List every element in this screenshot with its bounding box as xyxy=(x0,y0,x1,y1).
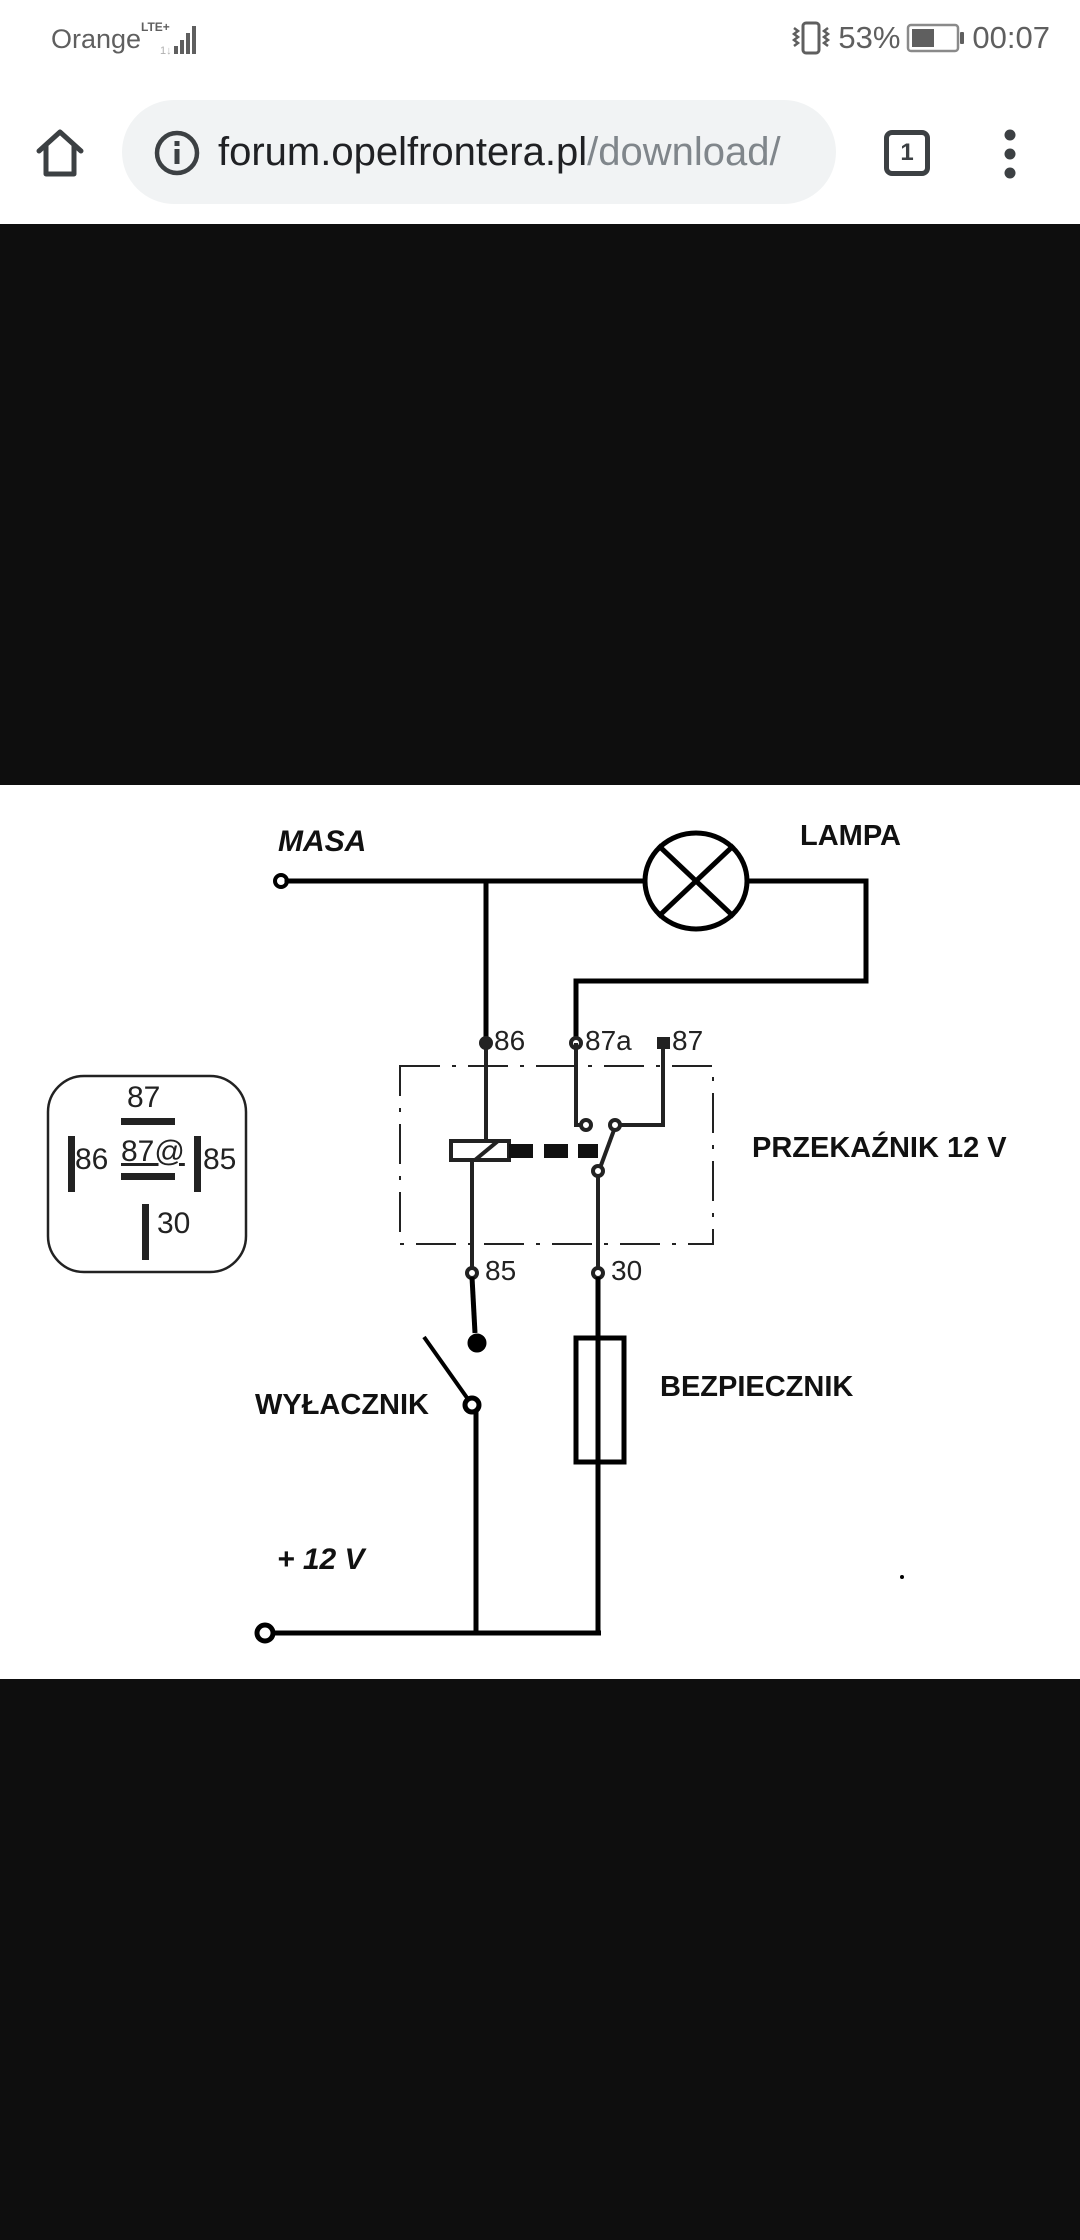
label-relay: PRZEKAŹNIK 12 V xyxy=(752,1132,1007,1164)
lamp-return-wire xyxy=(573,878,869,1046)
pinout-legend xyxy=(46,1074,248,1274)
status-bar: Orange LTE+ 1↓ 53% 00:07 xyxy=(0,0,1080,80)
fuse-symbol xyxy=(573,1335,627,1465)
info-icon[interactable] xyxy=(154,130,200,176)
legend-pin-86: 86 xyxy=(75,1143,109,1176)
clock: 00:07 xyxy=(972,20,1050,55)
label-supply: + 12 V xyxy=(277,1543,365,1576)
stray-dot xyxy=(900,1575,904,1579)
switch-blade xyxy=(422,1335,472,1404)
pin-30-node xyxy=(591,1266,605,1280)
home-button[interactable] xyxy=(32,126,88,182)
url-domain: forum.opelfrontera.pl xyxy=(218,130,588,174)
svg-text:1↓: 1↓ xyxy=(160,45,172,56)
contact-87a xyxy=(579,1118,593,1132)
relay-linkage xyxy=(509,1144,598,1158)
pin-label-87: 87 xyxy=(672,1025,704,1056)
legend-pin-87a: 87@ xyxy=(121,1135,185,1168)
relay-housing xyxy=(399,1065,714,1245)
pin-label-30: 30 xyxy=(611,1255,643,1286)
pin-label-86: 86 xyxy=(494,1025,526,1056)
wiring-diagram xyxy=(46,830,904,1644)
battery-icon xyxy=(907,23,965,53)
legend-pin-30: 30 xyxy=(157,1207,191,1240)
vibrate-icon xyxy=(792,21,831,55)
label-lampa: LAMPA xyxy=(800,820,901,852)
wiring-diagram-image[interactable]: MASA LAMPA PRZEKAŹNIK 12 V WYŁACZNIK BEZ… xyxy=(0,785,1080,1679)
tab-switcher-button[interactable]: 1 xyxy=(884,130,930,176)
contact-30-pivot xyxy=(591,1164,605,1178)
label-masa: MASA xyxy=(278,825,367,858)
pin-85-node xyxy=(465,1266,479,1280)
supply-terminal xyxy=(254,1622,276,1644)
relay-switch-arm xyxy=(598,1129,616,1169)
pin-label-87a: 87a xyxy=(585,1025,632,1056)
pin-label-85: 85 xyxy=(485,1255,517,1286)
url-path: /download/ xyxy=(587,130,781,174)
browser-toolbar: forum.opelfrontera.pl/download/ 1 xyxy=(0,80,1080,224)
label-fuse: BEZPIECZNIK xyxy=(660,1371,854,1403)
url-text[interactable]: forum.opelfrontera.pl/download/ xyxy=(218,124,818,180)
address-bar[interactable]: forum.opelfrontera.pl/download/ xyxy=(122,100,836,204)
signal-icon: 1↓ xyxy=(160,26,196,56)
switch-bottom-contact xyxy=(462,1395,482,1415)
more-menu-icon[interactable] xyxy=(990,128,1030,180)
switch-top-contact xyxy=(467,1333,487,1353)
label-switch: WYŁACZNIK xyxy=(255,1389,429,1421)
status-right: 53% 00:07 xyxy=(790,20,1050,56)
network-type: LTE+ xyxy=(141,20,170,34)
tab-count: 1 xyxy=(900,139,914,166)
contact-87 xyxy=(608,1118,622,1132)
legend-pin-85: 85 xyxy=(203,1143,237,1176)
carrier-name: Orange xyxy=(51,24,142,54)
battery-percent: 53% xyxy=(838,20,901,55)
legend-pin-87: 87 xyxy=(127,1081,161,1114)
home-icon xyxy=(36,129,84,177)
